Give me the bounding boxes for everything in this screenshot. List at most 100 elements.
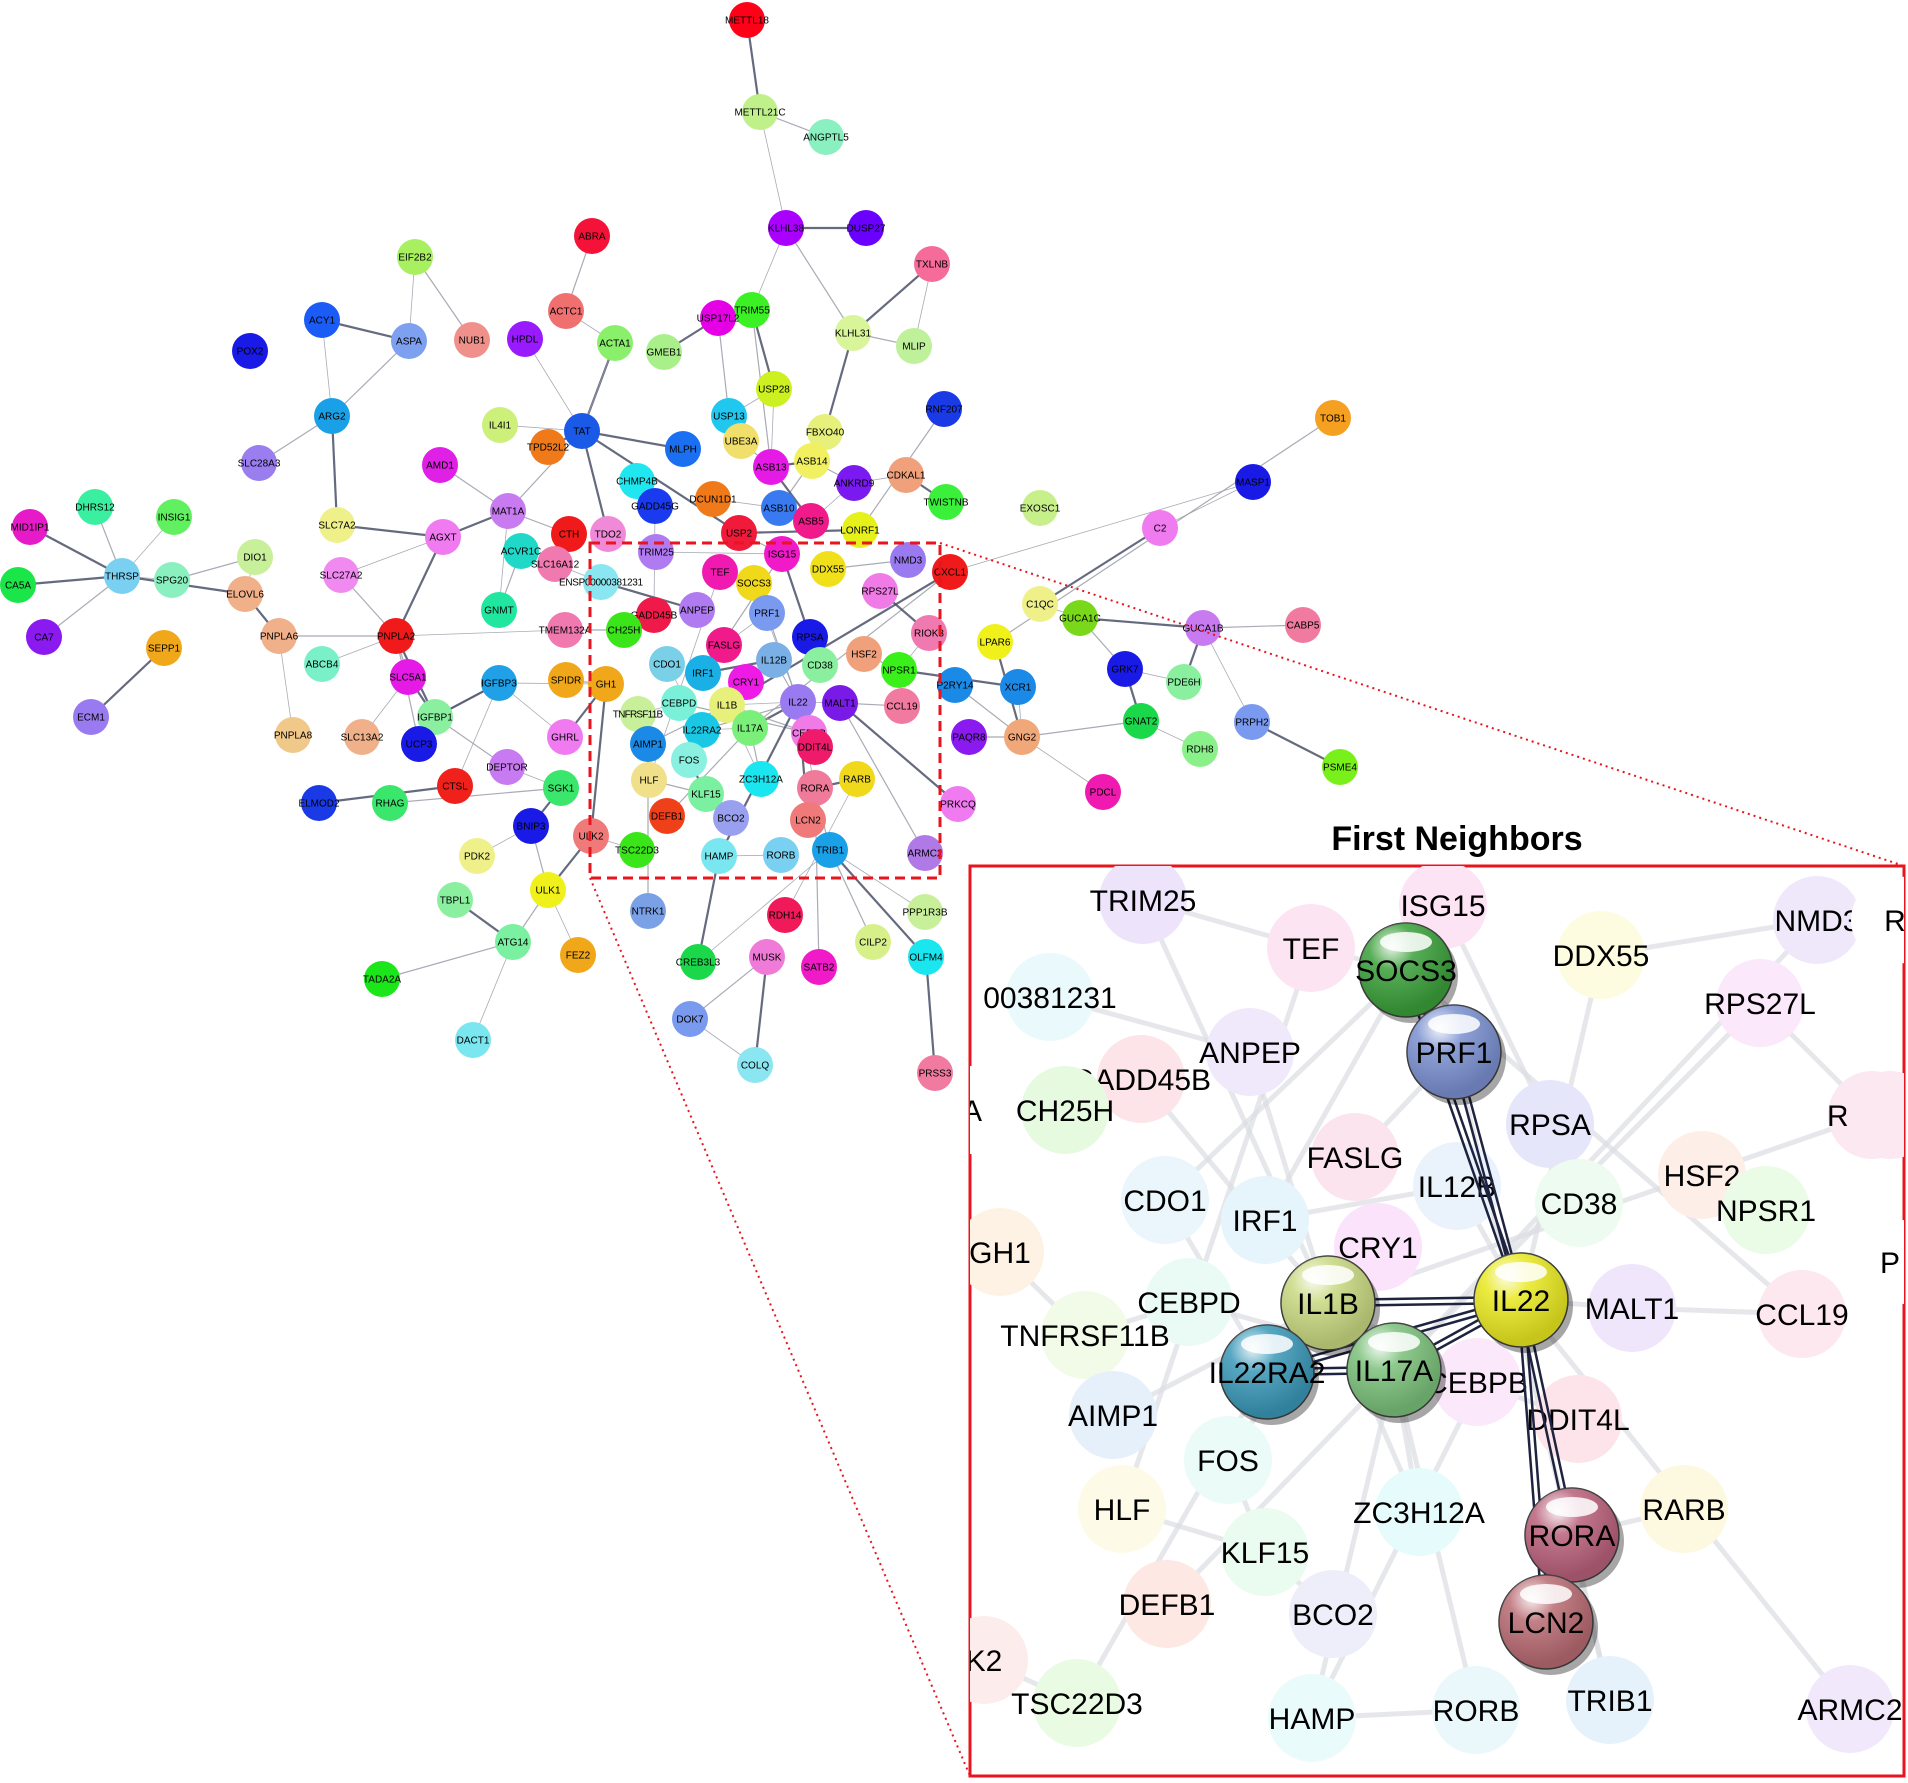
- node-eif2b2[interactable]: EIF2B2: [397, 239, 433, 275]
- node-cxcl1[interactable]: CXCL1: [932, 554, 968, 590]
- node-ankrd9[interactable]: ANKRD9: [834, 465, 875, 501]
- node-actc1[interactable]: ACTC1: [548, 293, 584, 329]
- node-elmod2[interactable]: ELMOD2: [298, 785, 340, 821]
- node-agxt[interactable]: AGXT: [425, 519, 461, 555]
- node-usp28[interactable]: USP28: [756, 371, 792, 407]
- node-nmd3[interactable]: NMD3: [890, 542, 926, 578]
- node-isg15[interactable]: ISG15: [764, 536, 800, 572]
- node-prss3[interactable]: PRSS3: [917, 1055, 953, 1091]
- zoom-node-socs3[interactable]: SOCS3: [1355, 922, 1458, 1023]
- node-pnpla2[interactable]: PNPLA2: [377, 618, 416, 654]
- node-lcn2[interactable]: LCN2: [790, 802, 826, 838]
- node-dok7[interactable]: DOK7: [672, 1001, 708, 1037]
- node-elovl6[interactable]: ELOVL6: [226, 576, 264, 612]
- node-cd38[interactable]: CD38: [802, 647, 838, 683]
- node-insig1[interactable]: INSIG1: [156, 499, 192, 535]
- node-ccl19[interactable]: CCL19: [884, 688, 920, 724]
- node-olfm4[interactable]: OLFM4: [908, 939, 944, 975]
- node-cebpd[interactable]: CEBPD: [661, 685, 697, 721]
- node-malt1[interactable]: MALT1: [822, 685, 858, 721]
- node-cdkal1[interactable]: CDKAL1: [887, 457, 926, 493]
- node-slc13a2[interactable]: SLC13A2: [341, 719, 384, 755]
- node-trib1[interactable]: TRIB1: [812, 832, 848, 868]
- node-tmem132a[interactable]: TMEM132A: [539, 612, 592, 648]
- node-klhl31[interactable]: KLHL31: [835, 315, 872, 351]
- node-exosc1[interactable]: EXOSC1: [1020, 490, 1061, 526]
- node-gnmt[interactable]: GNMT: [481, 592, 517, 628]
- zoom-node-il17a[interactable]: IL17A: [1346, 1322, 1446, 1423]
- node-fos[interactable]: FOS: [671, 742, 707, 778]
- node-mettl21c[interactable]: METTL21C: [734, 94, 786, 130]
- node-hlf[interactable]: HLF: [631, 762, 667, 798]
- node-cabp5[interactable]: CABP5: [1285, 607, 1321, 643]
- node-klhl38[interactable]: KLHL38: [768, 210, 805, 246]
- node-tef[interactable]: TEF: [702, 554, 738, 590]
- node-sgk1[interactable]: SGK1: [543, 770, 579, 806]
- node-guca1c[interactable]: GUCA1C: [1059, 600, 1101, 636]
- node-ppp1r3b[interactable]: PPP1R3B: [902, 894, 948, 930]
- node-gnat2[interactable]: GNAT2: [1123, 703, 1159, 739]
- node-musk[interactable]: MUSK: [749, 939, 785, 975]
- zoom-node-il22ra2[interactable]: IL22RA2: [1209, 1324, 1326, 1425]
- node-socs3[interactable]: SOCS3: [736, 565, 772, 601]
- node-aspa[interactable]: ASPA: [391, 323, 427, 359]
- node-hpdl[interactable]: HPDL: [507, 321, 543, 357]
- node-arg2[interactable]: ARG2: [314, 398, 350, 434]
- node-mat1a[interactable]: MAT1A: [490, 493, 526, 529]
- node-amd1[interactable]: AMD1: [422, 447, 458, 483]
- node-trim55[interactable]: TRIM55: [734, 292, 770, 328]
- node-defb1[interactable]: DEFB1: [649, 798, 685, 834]
- node-spg20[interactable]: SPG20: [154, 562, 190, 598]
- node-tdo2[interactable]: TDO2: [590, 516, 626, 552]
- node-ddx55[interactable]: DDX55: [810, 551, 846, 587]
- node-ube3a[interactable]: UBE3A: [723, 423, 759, 459]
- node-tpd52l2[interactable]: TPD52L2: [527, 429, 570, 465]
- node-asb5[interactable]: ASB5: [793, 503, 829, 539]
- node-pdcl[interactable]: PDCL: [1085, 774, 1121, 810]
- node-dcun1d1[interactable]: DCUN1D1: [689, 481, 737, 517]
- node-prf1[interactable]: PRF1: [749, 595, 785, 631]
- node-usp2[interactable]: USP2: [721, 515, 757, 551]
- node-pox2[interactable]: POX2: [232, 333, 268, 369]
- node-tbpl1[interactable]: TBPL1: [437, 882, 473, 918]
- node-gadd45g[interactable]: GADD45G: [631, 488, 679, 524]
- node-cdo1[interactable]: CDO1: [649, 646, 685, 682]
- node-rora[interactable]: RORA: [797, 770, 833, 806]
- node-lonrf1[interactable]: LONRF1: [840, 512, 880, 548]
- node-creb3l3[interactable]: CREB3L3: [676, 944, 721, 980]
- node-pnpla6[interactable]: PNPLA6: [260, 618, 299, 654]
- node-igfbp1[interactable]: IGFBP1: [417, 699, 453, 735]
- node-acta1[interactable]: ACTA1: [597, 325, 633, 361]
- node-dhrs12[interactable]: DHRS12: [75, 489, 115, 525]
- node-il17a[interactable]: IL17A: [732, 710, 768, 746]
- node-pde6h[interactable]: PDE6H: [1166, 664, 1202, 700]
- node-twistnb[interactable]: TWISTNB: [924, 484, 969, 520]
- node-lpar6[interactable]: LPAR6: [977, 624, 1013, 660]
- node-il12b[interactable]: IL12B: [756, 642, 792, 678]
- node-angptl5[interactable]: ANGPTL5: [803, 119, 849, 155]
- node-txlnb[interactable]: TXLNB: [914, 246, 950, 282]
- zoom-node-rora[interactable]: RORA: [1524, 1487, 1624, 1588]
- node-fez2[interactable]: FEZ2: [560, 937, 596, 973]
- node-atg14[interactable]: ATG14: [495, 924, 531, 960]
- node-grk7[interactable]: GRK7: [1107, 651, 1143, 687]
- node-bnip3[interactable]: BNIP3: [513, 808, 549, 844]
- node-prph2[interactable]: PRPH2: [1234, 704, 1270, 740]
- node-rdh14[interactable]: RDH14: [767, 897, 803, 933]
- node-tnfrsf11b[interactable]: TNFRSF11B: [613, 696, 664, 732]
- node-bco2[interactable]: BCO2: [713, 800, 749, 836]
- node-satb2[interactable]: SATB2: [801, 949, 837, 985]
- node-cth[interactable]: CTH: [551, 516, 587, 552]
- node-asb10[interactable]: ASB10: [761, 490, 797, 526]
- node-armc2[interactable]: ARMC2: [907, 835, 943, 871]
- node-guca1b[interactable]: GUCA1B: [1182, 610, 1224, 646]
- node-slc27a2[interactable]: SLC27A2: [320, 557, 363, 593]
- node-sepp1[interactable]: SEPP1: [146, 630, 182, 666]
- node-fbxo40[interactable]: FBXO40: [806, 414, 845, 450]
- node-hsf2[interactable]: HSF2: [846, 636, 882, 672]
- node-pnpla8[interactable]: PNPLA8: [274, 717, 313, 753]
- node-zc3h12a[interactable]: ZC3H12A: [739, 761, 783, 797]
- node-ca7[interactable]: CA7: [26, 619, 62, 655]
- node-anpep[interactable]: ANPEP: [679, 592, 715, 628]
- node-riok3[interactable]: RIOK3: [911, 615, 947, 651]
